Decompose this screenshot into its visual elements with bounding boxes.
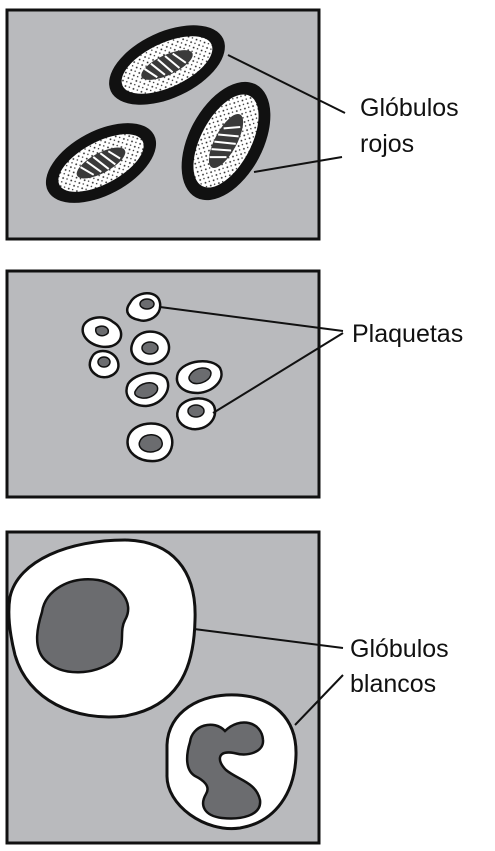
- platelets-panel: [7, 271, 343, 497]
- white-cells-label: Glóbulos: [350, 635, 449, 663]
- platelet: [128, 423, 173, 461]
- white-cells-panel: [7, 532, 343, 843]
- white-blood-cell: [167, 695, 296, 829]
- platelets-label: Plaquetas: [352, 320, 463, 348]
- platelet: [131, 332, 169, 364]
- red-cells-label: rojos: [360, 130, 414, 158]
- platelet: [177, 398, 215, 429]
- white-cells-label: blancos: [350, 670, 436, 698]
- red-cells-label: Glóbulos: [360, 94, 459, 122]
- platelet: [90, 351, 119, 377]
- nucleus: [37, 579, 128, 672]
- red-cells-panel: [7, 9, 345, 239]
- white-blood-cell: [9, 540, 195, 717]
